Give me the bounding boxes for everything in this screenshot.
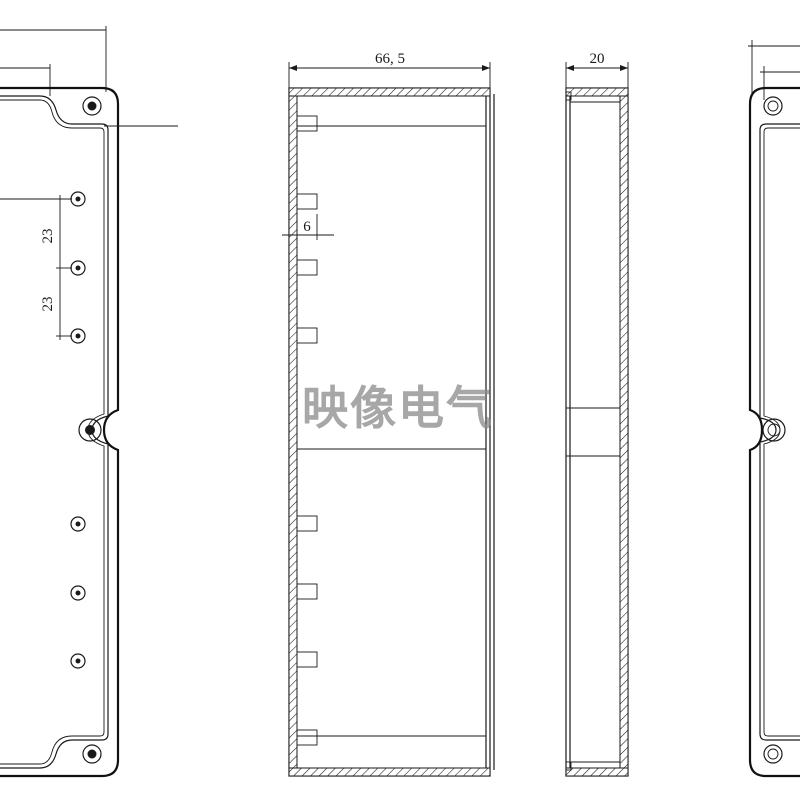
- watermark-text: 映像电气: [302, 381, 494, 435]
- internal-ribs: [296, 115, 318, 746]
- front-section-view: 66, 5 6 映像电气: [282, 51, 495, 777]
- wall-thickness-label: 6: [303, 219, 311, 235]
- right-top-view: [748, 40, 800, 778]
- hole-pitch-label-1: 23: [40, 229, 56, 244]
- hole-pitch-label-2: 23: [40, 297, 56, 312]
- top-view: 23 23: [0, 26, 178, 778]
- side-section-view: 20: [565, 51, 629, 777]
- mounting-holes: [70, 191, 86, 669]
- side-depth-label: 20: [590, 51, 605, 67]
- front-width-label: 66, 5: [375, 51, 405, 67]
